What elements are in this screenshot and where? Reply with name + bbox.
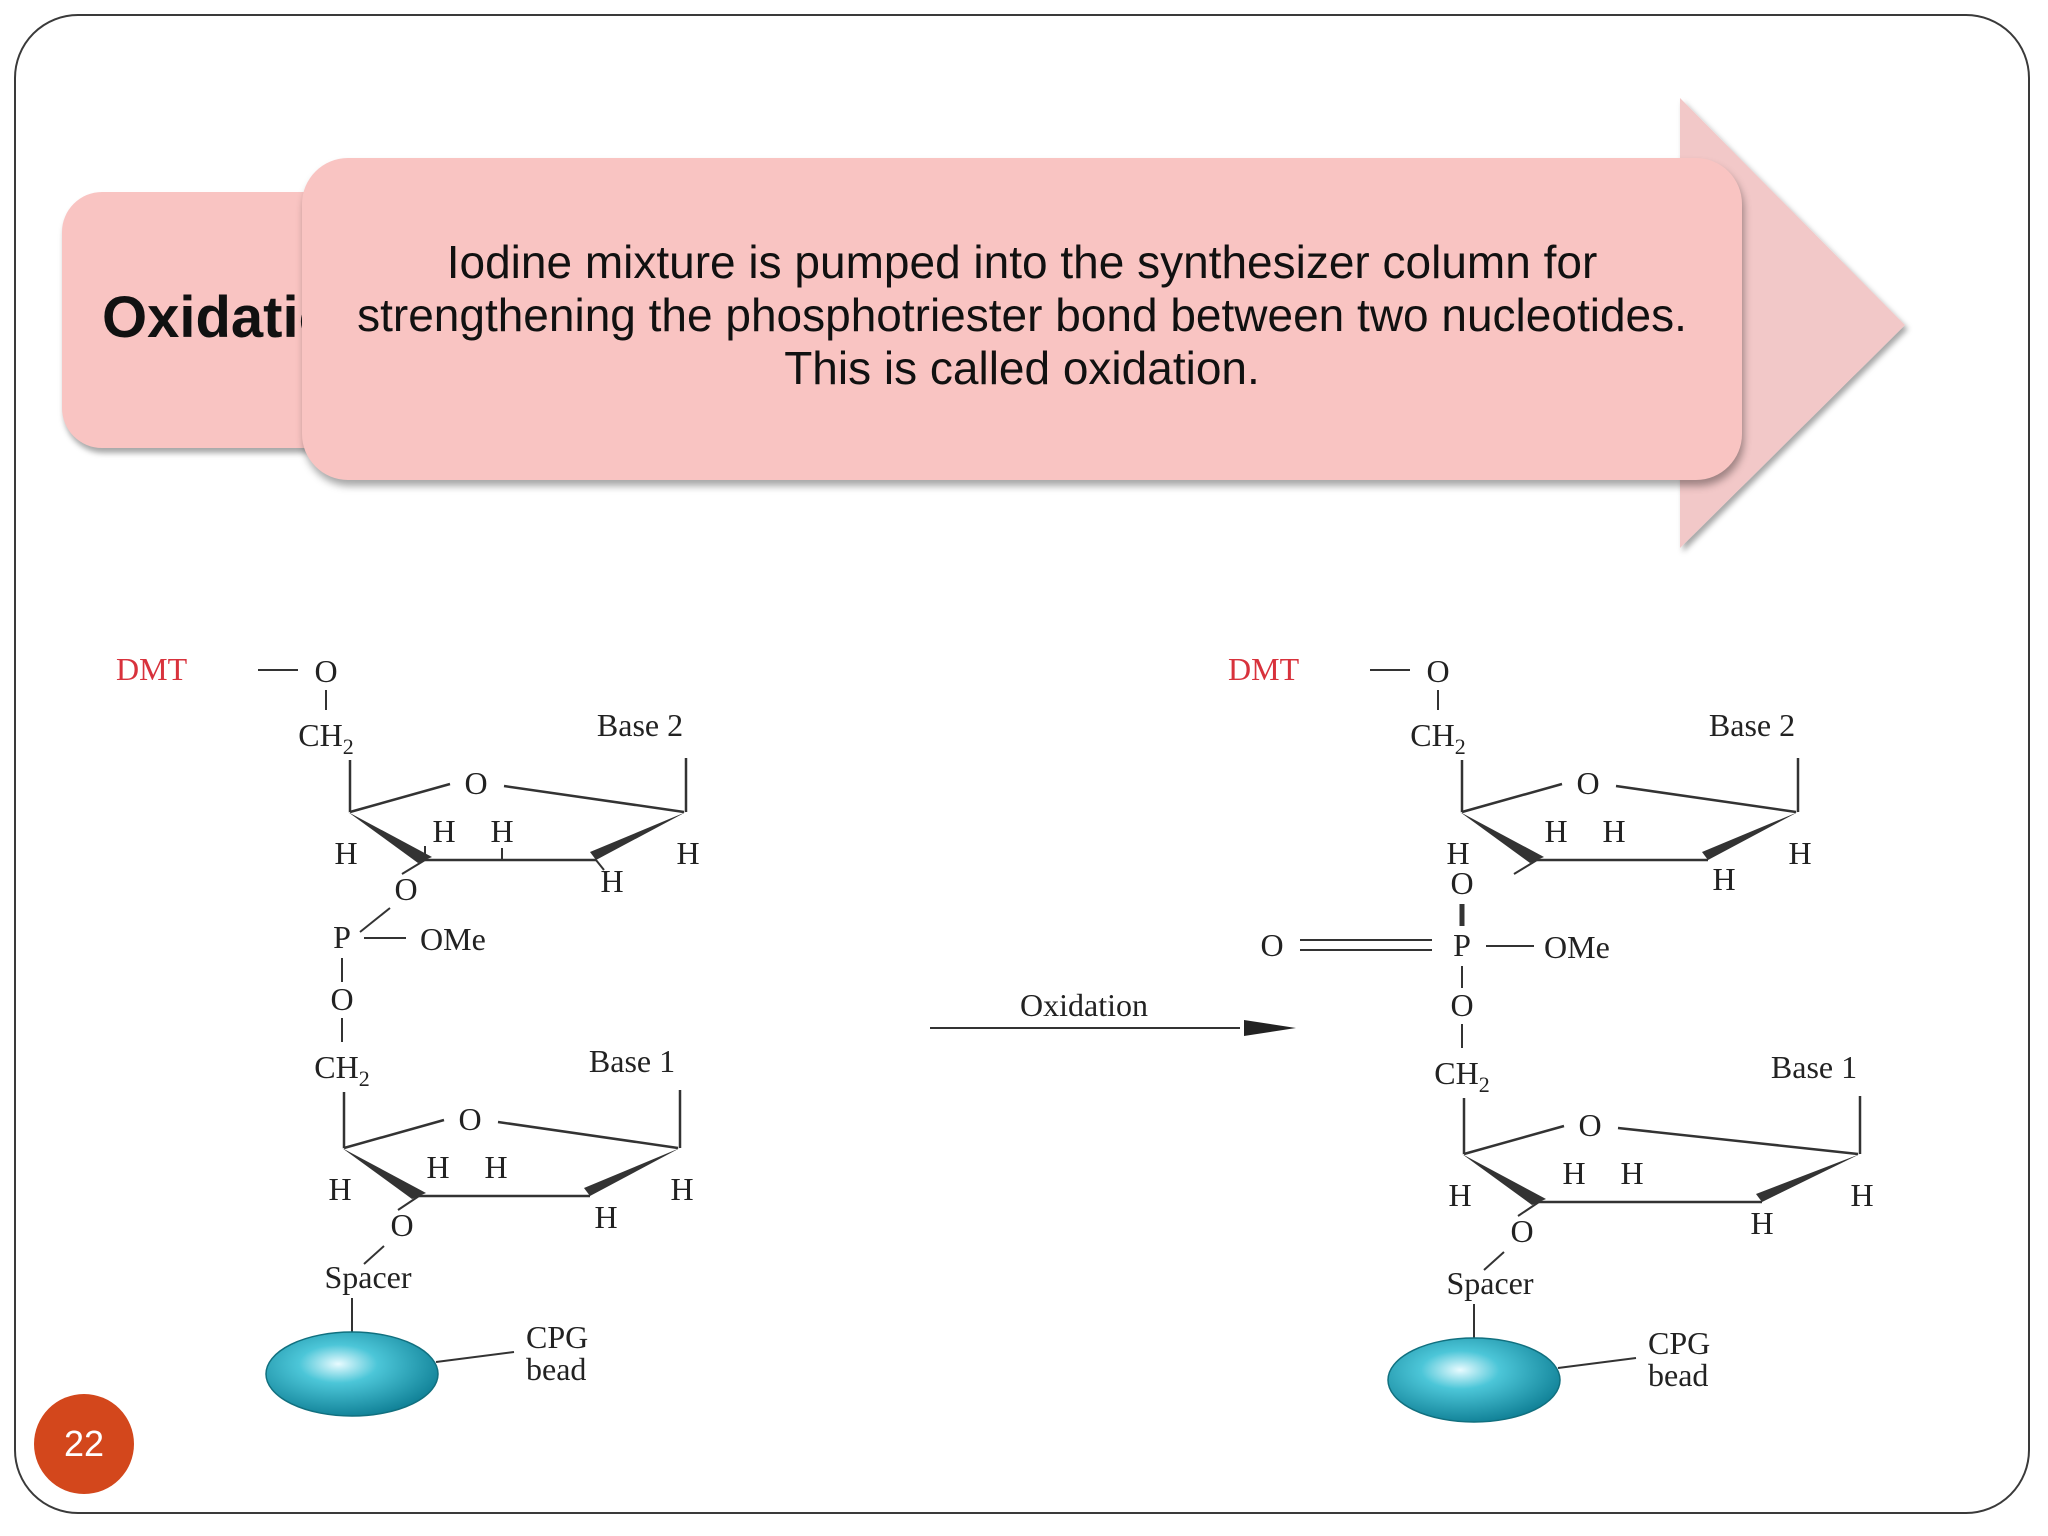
bond [349,782,451,814]
atom-p: P [1453,927,1471,963]
ch2-group: CH2 [1410,717,1465,759]
atom-h: H [1788,835,1811,871]
atom-o: O [1426,653,1449,689]
ring-wedge [584,1148,680,1196]
description-text: Iodine mixture is pumped into the synthe… [357,236,1687,394]
spacer-label: Spacer [1446,1265,1533,1301]
atom-o: O [1450,865,1473,901]
atom-h: H [1448,1177,1471,1213]
atom-h: H [1446,835,1469,871]
ring-wedge [1756,1154,1860,1202]
atom-o: O [330,981,353,1017]
atom-h: H [334,835,357,871]
bond [1463,1124,1565,1156]
atom-h: H [426,1149,449,1185]
atom-o: O [314,653,337,689]
ring-wedge [1460,812,1544,863]
methoxy-group: OMe [420,921,486,957]
cpg-label: CPG [526,1319,588,1355]
bond [1513,859,1538,875]
bond [1615,784,1797,814]
spacer-label: Spacer [324,1259,411,1295]
bond [397,1195,420,1211]
ch2-group: CH2 [1434,1055,1489,1097]
methoxy-group: OMe [1544,929,1610,965]
ring-wedge [1462,1154,1546,1205]
base-label: Base 1 [589,1043,675,1079]
atom-o: O [1260,927,1283,963]
ring-oxygen: O [1576,765,1599,801]
reaction-arrow-label: Oxidation [1020,987,1148,1023]
atom-h: H [328,1171,351,1207]
atom-h: H [484,1149,507,1185]
bond [503,784,685,814]
cpg-bead [1387,1337,1561,1423]
atom-h: H [1544,813,1567,849]
oxidation-reaction-diagram: DMT O CH2 Base 2 O H H H H H O P OMe O C… [116,651,1874,1423]
base-label: Base 2 [597,707,683,743]
atom-h: H [1712,861,1735,897]
bond [363,1245,385,1265]
ch2-group: CH2 [298,717,353,759]
bond [1557,1357,1637,1369]
atom-o: O [1510,1213,1533,1249]
bond [595,859,605,871]
ring-oxygen: O [464,765,487,801]
reactant-structure: DMT O CH2 Base 2 O H H H H H O P OMe O C… [116,651,700,1417]
base-label: Base 2 [1709,707,1795,743]
cpg-label: bead [526,1351,586,1387]
reaction-arrow: Oxidation [930,987,1296,1036]
arrow-head [1244,1020,1296,1036]
ring-wedge [342,1148,426,1199]
atom-h: H [1620,1155,1643,1191]
atom-h: H [1850,1177,1873,1213]
bond [1461,782,1563,814]
atom-h: H [1562,1155,1585,1191]
atom-o: O [394,871,417,907]
ring-wedge [1702,812,1798,860]
atom-o: O [390,1207,413,1243]
atom-o: O [1450,987,1473,1023]
product-structure: DMT O CH2 Base 2 O H H H H H O O P OMe O… [1228,651,1874,1423]
bond [497,1120,679,1150]
base-label: Base 1 [1771,1049,1857,1085]
page-number-badge: 22 [34,1394,134,1494]
bond [1517,1201,1540,1217]
cpg-label: CPG [1648,1325,1710,1361]
bond [1617,1126,1859,1156]
ring-oxygen: O [1578,1107,1601,1143]
bond [435,1351,515,1363]
ring-wedge [590,812,686,860]
atom-h: H [600,863,623,899]
ring-oxygen: O [458,1101,481,1137]
dmt-label: DMT [1228,651,1300,687]
bond [343,1118,445,1150]
atom-h: H [594,1199,617,1235]
atom-p: P [333,919,351,955]
atom-h: H [670,1171,693,1207]
description-box: Iodine mixture is pumped into the synthe… [302,158,1742,480]
dmt-label: DMT [116,651,188,687]
ch2-group: CH2 [314,1049,369,1091]
atom-h: H [1602,813,1625,849]
atom-h: H [1750,1205,1773,1241]
bond [359,907,391,933]
ring-wedge [348,812,432,863]
cpg-bead [265,1331,439,1417]
bond [1483,1251,1505,1271]
atom-h: H [490,813,513,849]
atom-h: H [432,813,455,849]
bond [401,859,426,875]
cpg-label: bead [1648,1357,1708,1393]
atom-h: H [676,835,699,871]
